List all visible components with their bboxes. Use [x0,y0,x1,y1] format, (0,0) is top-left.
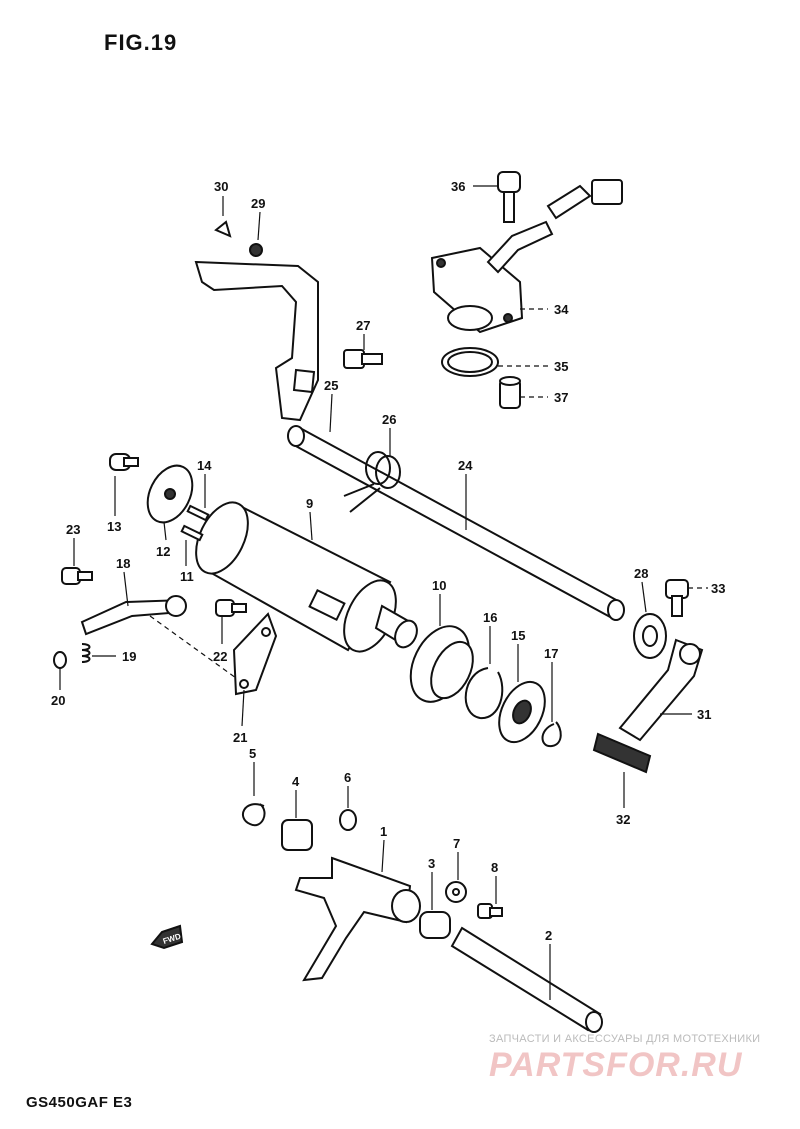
callout-19: 19 [122,649,136,664]
callout-6: 6 [344,770,351,785]
callout-36: 36 [451,179,465,194]
callout-25: 25 [324,378,338,393]
callout-32: 32 [616,812,630,827]
watermark-logo: PARTSFOR.RU [489,1046,743,1084]
spacer-3 [419,911,451,939]
circlip-17 [541,721,562,748]
circlip-16 [464,667,504,720]
figure-title: FIG.19 [104,30,178,55]
callout-20: 20 [51,693,65,708]
callout-7: 7 [453,836,460,851]
callout-labels: 30 29 36 34 35 37 27 25 26 24 9 14 13 12… [51,179,725,943]
callout-35: 35 [554,359,568,374]
forward-arrow-icon: FWD [150,924,184,950]
stopper-spring [81,643,91,663]
callout-18: 18 [116,556,130,571]
callout-3: 3 [428,856,435,871]
gear-position-switch [430,179,623,334]
circlip-5 [242,803,266,827]
callout-2: 2 [545,928,552,943]
washer-20 [53,651,67,669]
callout-8: 8 [491,860,498,875]
callout-9: 9 [306,496,313,511]
lever-rubber [592,732,652,774]
bolt-33 [665,579,689,617]
callout-22: 22 [213,649,227,664]
bolt-23 [61,567,93,585]
callout-37: 37 [554,390,568,405]
oil-seal-28 [633,613,667,659]
callout-4: 4 [292,774,300,789]
needle-bearing [409,625,474,703]
callout-14: 14 [197,458,212,473]
bolt-22 [215,599,247,617]
cam-stopper-plate [146,464,194,524]
callout-27: 27 [356,318,370,333]
gearshift-lever [618,638,704,742]
bolt-8 [477,903,503,919]
callout-23: 23 [66,522,80,537]
fork-shaft [450,926,603,1033]
callout-15: 15 [511,628,525,643]
cam-guide-plate [232,612,278,696]
watermark-caption: ЗАПЧАСТИ И АКСЕССУАРЫ ДЛЯ МОТОТЕХНИКИ [489,1033,761,1045]
dowel-pin [499,376,521,409]
callout-10: 10 [432,578,446,593]
callout-34: 34 [554,302,569,317]
callout-5: 5 [249,746,256,761]
callout-26: 26 [382,412,396,427]
callout-21: 21 [233,730,247,745]
model-code: GS450GAF E3 [26,1094,133,1111]
roller-4 [281,819,313,851]
gearshift-shaft [287,425,625,621]
callout-17: 17 [544,646,558,661]
callout-31: 31 [697,707,711,722]
o-ring [441,347,499,377]
shift-arm-plate [194,220,319,422]
callout-33: 33 [711,581,725,596]
pin-6 [339,809,357,831]
callout-28: 28 [634,566,648,581]
return-spring [343,451,401,513]
cam-stopper-arm [80,595,187,636]
washer-7 [445,881,467,903]
callout-12: 12 [156,544,170,559]
bolt-36 [497,171,521,223]
callout-11: 11 [180,569,194,584]
leader-lines [59,185,708,1000]
callout-29: 29 [251,196,265,211]
ball-bearing [498,680,546,744]
callout-13: 13 [107,519,121,534]
bolt-27 [343,349,383,369]
callout-24: 24 [458,458,473,473]
screw-13 [109,453,139,471]
gearshift-cam-drum [195,501,418,653]
gearshift-fork [294,856,421,982]
callout-30: 30 [214,179,228,194]
pins-11 [180,504,210,542]
callout-1: 1 [380,824,387,839]
callout-16: 16 [483,610,497,625]
